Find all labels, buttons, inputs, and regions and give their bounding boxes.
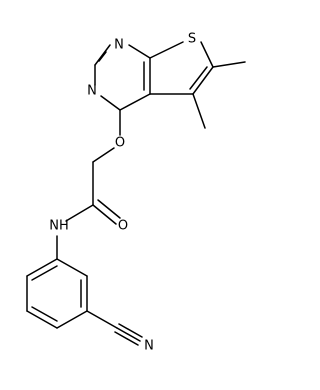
atom-label-s-ring: S <box>188 32 196 47</box>
bond-c7a-s <box>149 41 184 59</box>
bond-s-c6 <box>200 41 214 68</box>
bond-aryl-c-nitrile <box>86 310 118 329</box>
bond-nitrile-triple-b <box>118 323 143 338</box>
bond-c7a-n1 <box>128 44 151 59</box>
chemical-structure: N N S O O NH N <box>26 32 246 354</box>
bond-b4-b5 <box>26 310 58 329</box>
atom-labels: N N S O O NH N <box>49 32 196 354</box>
bond-b1-b2 <box>56 258 88 277</box>
bond-n3-c4 <box>100 95 121 111</box>
atom-label-o-ether: O <box>115 136 125 151</box>
bond-o-ch2 <box>92 147 115 163</box>
bond-b3-b4 <box>56 310 88 329</box>
bond-b6-b1 <box>26 258 58 277</box>
bond-nitrile-triple-c <box>114 331 139 346</box>
atom-label-nh: NH <box>49 219 69 234</box>
bond-nitrile-triple-a <box>116 327 141 342</box>
bond-c-o-carbonyl <box>92 204 117 225</box>
bond-b6-b1-double <box>31 265 58 281</box>
bond-c-nh <box>65 204 94 222</box>
bond-c6-c5 <box>192 66 214 95</box>
bond-b4-b5-double <box>31 306 58 322</box>
bond-c6-methyl <box>212 61 246 68</box>
atom-label-n-left: N <box>87 84 97 99</box>
bond-c-o-carbonyl-double <box>97 199 121 219</box>
bond-c6-c5-double <box>189 66 208 90</box>
bond-n1-c2 <box>94 44 111 66</box>
bonds <box>26 41 246 346</box>
bond-n1-c2-double <box>98 51 107 62</box>
atom-label-n-top: N <box>114 38 124 53</box>
atom-label-n-nitrile: N <box>144 339 154 354</box>
atom-label-o-carbonyl: O <box>118 219 128 234</box>
bond-c5-methyl <box>192 93 206 129</box>
bond-c4-c4a <box>119 93 151 111</box>
